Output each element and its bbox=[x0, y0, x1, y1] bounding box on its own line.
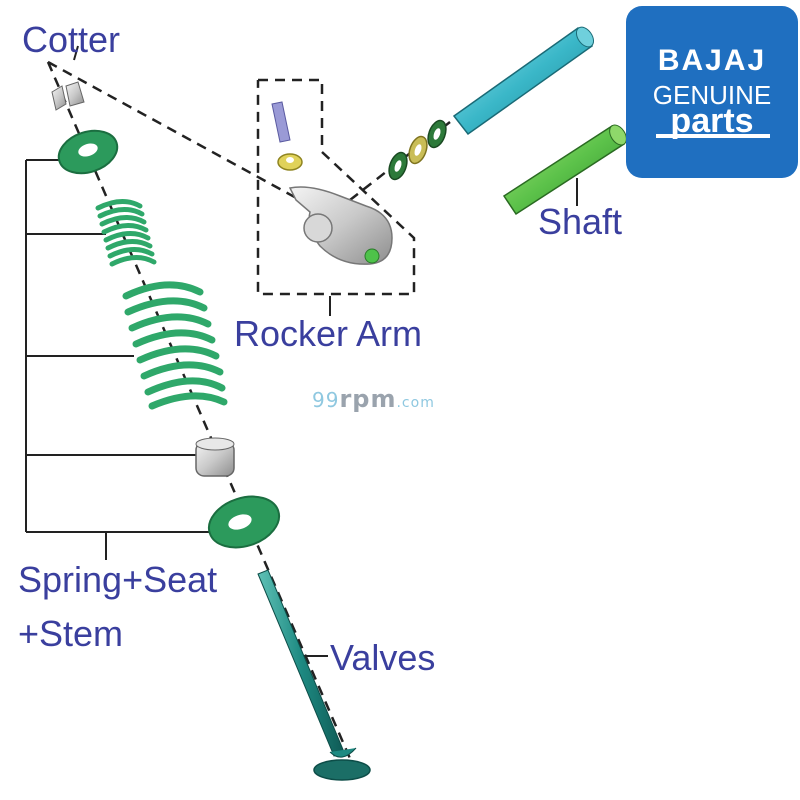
watermark-part-1: 99 bbox=[312, 388, 340, 412]
rocker-arm-part bbox=[288, 186, 393, 265]
watermark-99rpm: 99rpm.com bbox=[312, 385, 435, 413]
valve-part bbox=[257, 569, 371, 781]
logo-genuine: GENUINE bbox=[652, 80, 772, 110]
watermark-part-2: rpm bbox=[339, 385, 397, 413]
watermark-part-3: .com bbox=[396, 395, 435, 411]
spring-seat-bracket bbox=[25, 159, 212, 560]
bajaj-genuine-parts-logo: BAJAJ GENUINE parts bbox=[626, 6, 798, 178]
label-shaft: Shaft bbox=[538, 201, 623, 242]
rocker-washers bbox=[388, 119, 447, 181]
guide-valve-axis bbox=[46, 61, 357, 771]
rocker-arm-box bbox=[256, 78, 416, 296]
shaft-part bbox=[502, 124, 627, 216]
stem-seal bbox=[195, 437, 235, 477]
cotter-part bbox=[51, 81, 85, 111]
label-spring-seat: Spring+Seat bbox=[18, 559, 218, 600]
label-valves: Valves bbox=[330, 637, 436, 678]
logo-underline bbox=[656, 134, 770, 138]
rocker-lock-nut bbox=[277, 153, 303, 171]
cotter-leader bbox=[73, 45, 79, 61]
label-stem: +Stem bbox=[18, 613, 124, 654]
guide-cotter-to-rocker bbox=[47, 60, 301, 202]
pushrod-part bbox=[452, 26, 595, 136]
logo-brand: BAJAJ bbox=[657, 44, 767, 77]
logo-parts: parts bbox=[670, 102, 754, 140]
upper-spring-seat bbox=[57, 129, 119, 175]
outer-spring bbox=[122, 281, 228, 410]
label-cotter: Cotter bbox=[22, 19, 121, 60]
lower-spring-seat bbox=[207, 495, 281, 549]
rocker-adjust-screw bbox=[271, 101, 291, 143]
label-rocker-arm: Rocker Arm bbox=[234, 313, 423, 354]
inner-spring bbox=[95, 199, 157, 267]
